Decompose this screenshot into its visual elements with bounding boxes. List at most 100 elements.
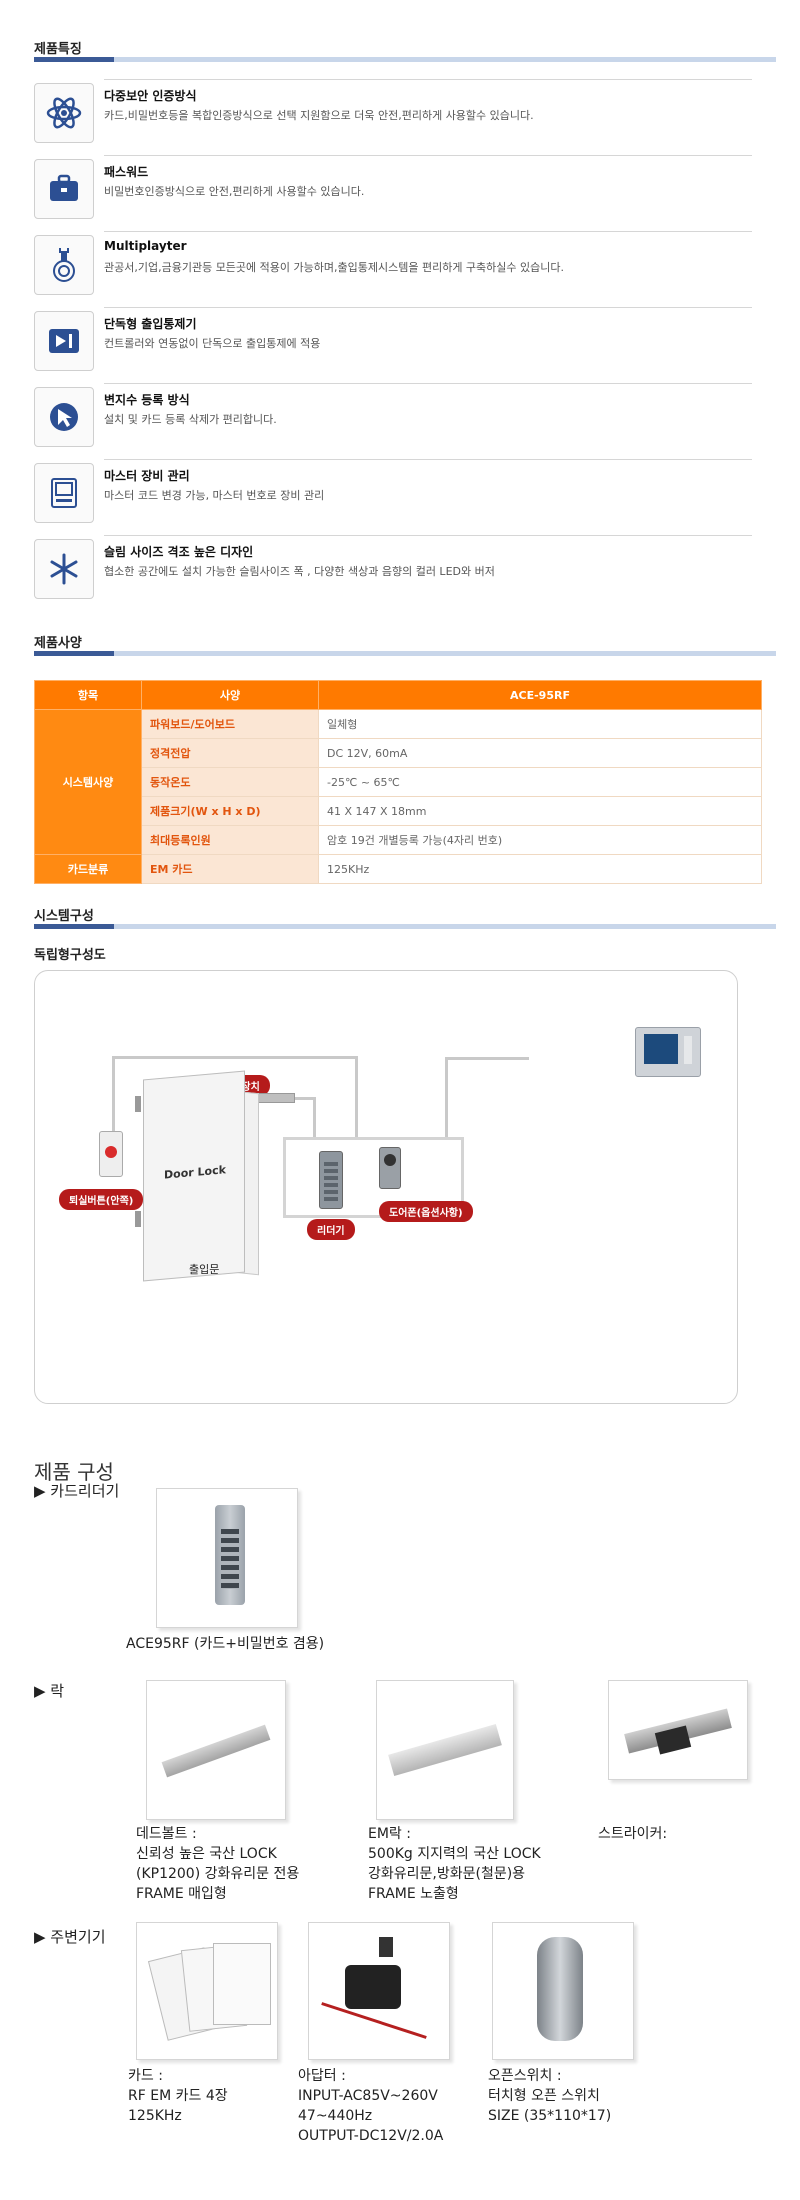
caption-line: 강화유리문,방화문(철문)용 <box>368 1866 526 1882</box>
feature-desc: 관공서,기업,금융기관등 모든곳에 적용이 가능하며,출입통제시스템을 편리하게… <box>104 261 565 274</box>
feature-divider <box>104 79 752 80</box>
briefcase-icon <box>34 159 94 219</box>
spec-label: EM 카드 <box>141 854 319 884</box>
spec-header-spec: 사양 <box>141 680 319 710</box>
spec-group-card: 카드분류 <box>34 854 142 884</box>
feature-divider <box>104 383 752 384</box>
atom-icon <box>34 83 94 143</box>
peripheral-caption: 카드 : RF EM 카드 4장 125KHz <box>128 2066 228 2126</box>
doorphone-device <box>379 1147 401 1189</box>
caption-line: 터치형 오픈 스위치 <box>488 2088 600 2104</box>
reader-tag: 리더기 <box>307 1219 355 1240</box>
spec-heading: 제품사양 <box>34 636 82 651</box>
exit-button-device <box>99 1131 123 1177</box>
reader-subheading: ▶ 카드리더기 <box>34 1482 120 1500</box>
feature-divider <box>104 459 752 460</box>
feature-desc: 설치 및 카드 등록 삭제가 편리합니다. <box>104 413 277 426</box>
lock-caption: EM락 : 500Kg 지지력의 국산 LOCK 강화유리문,방화문(철문)용 FRA… <box>368 1824 541 1904</box>
feature-divider <box>104 307 752 308</box>
system-heading-bar <box>34 924 776 929</box>
reader-caption: ACE95RF (카드+비밀번호 겸용) <box>126 1636 325 1652</box>
feature-divider <box>104 155 752 156</box>
caption-line: FRAME 매입형 <box>136 1886 227 1902</box>
exit-button-tag: 퇴실버튼(안쪽) <box>59 1189 144 1210</box>
feature-desc: 컨트롤러와 연동없이 단독으로 출입통제에 적용 <box>104 337 321 350</box>
spec-label: 최대등록인원 <box>141 825 319 855</box>
spec-value: -25℃ ~ 65℃ <box>318 767 762 797</box>
caption-line: EM락 : <box>368 1826 411 1842</box>
spec-table: 항목 사양 ACE-95RF 시스템사양 파워보드/도어보드 일체형 정격전압 … <box>34 680 762 884</box>
asterisk-icon <box>34 539 94 599</box>
spec-label: 정격전압 <box>141 738 319 768</box>
feature-title: 다중보안 인증방식 <box>104 89 197 103</box>
feature-desc: 비밀번호인증방식으로 안전,편리하게 사용할수 있습니다. <box>104 185 365 198</box>
caption-line: 신뢰성 높은 국산 LOCK <box>136 1846 277 1862</box>
feature-title: 마스터 장비 관리 <box>104 469 190 483</box>
lock-caption: 스트라이커: <box>598 1824 667 1844</box>
monitor-icon <box>34 463 94 523</box>
lock-subheading: ▶ 락 <box>34 1682 65 1700</box>
reader-device <box>319 1151 343 1209</box>
caption-line: (KP1200) 강화유리문 전용 <box>136 1866 300 1882</box>
door-caption: 출입문 <box>189 1263 220 1276</box>
feature-title: 패스워드 <box>104 165 149 179</box>
feature-title: 변지수 등록 방식 <box>104 393 190 407</box>
spec-group-system: 시스템사양 <box>34 709 142 855</box>
components-title: 제품 구성 <box>34 1460 114 1484</box>
entry-arrow-icon <box>34 311 94 371</box>
features-heading: 제품특징 <box>34 42 82 57</box>
reader-photo <box>156 1488 298 1628</box>
feature-desc: 협소한 공간에도 설치 가능한 슬림사이즈 폭 , 다양한 색상과 음향의 컬러… <box>104 565 495 578</box>
wall-monitor <box>635 1027 701 1077</box>
caption-line: 스트라이커: <box>598 1826 668 1842</box>
cursor-arrow-icon <box>34 387 94 447</box>
spec-heading-bar <box>34 651 776 656</box>
lock-caption: 데드볼트 : 신뢰성 높은 국산 LOCK (KP1200) 강화유리문 전용 FRA… <box>136 1824 299 1904</box>
spec-value: 암호 19건 개별등록 가능(4자리 번호) <box>318 825 762 855</box>
open-switch-photo <box>492 1922 634 2060</box>
feature-title: 슬림 사이즈 격조 높은 디자인 <box>104 545 254 559</box>
spec-value: 125KHz <box>318 854 762 884</box>
peripheral-caption: 오픈스위치 : 터치형 오픈 스위치 SIZE (35*110*17) <box>488 2066 611 2126</box>
caption-line: 500Kg 지지력의 국산 LOCK <box>368 1846 541 1862</box>
system-heading: 시스템구성 <box>34 909 94 924</box>
feature-desc: 마스터 코드 변경 가능, 마스터 번호로 장비 관리 <box>104 489 325 502</box>
caption-line: 아답터 : <box>298 2068 346 2084</box>
caption-line: 카드 : <box>128 2068 163 2084</box>
features-heading-bar <box>34 57 776 62</box>
caption-line: 데드볼트 : <box>136 1826 197 1842</box>
adapter-photo <box>308 1922 450 2060</box>
em-lock-photo <box>376 1680 514 1820</box>
card-photo <box>136 1922 278 2060</box>
feature-divider <box>104 535 752 536</box>
spec-value: DC 12V, 60mA <box>318 738 762 768</box>
feature-desc: 카드,비밀번호등을 복합인증방식으로 선택 지원함으로 더욱 안전,편리하게 사… <box>104 109 534 122</box>
spec-header-model: ACE-95RF <box>318 680 762 710</box>
caption-line: 47~440Hz <box>298 2108 373 2124</box>
caption-line: OUTPUT-DC12V/2.0A <box>298 2128 444 2144</box>
caption-line: 오픈스위치 : <box>488 2068 562 2084</box>
caption-line: SIZE (35*110*17) <box>488 2108 612 2124</box>
striker-photo <box>608 1680 748 1780</box>
spec-value: 일체형 <box>318 709 762 739</box>
spec-header-item: 항목 <box>34 680 142 710</box>
system-diagram: 퇴실버튼(안쪽) 잠금장치 Door Lock 출입문 리더기 도어폰(옵션사항… <box>34 970 738 1404</box>
system-subheading: 독립형구성도 <box>34 948 106 963</box>
feature-divider <box>104 231 752 232</box>
caption-line: 125KHz <box>128 2108 182 2124</box>
caption-line: RF EM 카드 4장 <box>128 2088 228 2104</box>
caption-line: FRAME 노출형 <box>368 1886 459 1902</box>
spec-label: 동작온도 <box>141 767 319 797</box>
spec-label: 파워보드/도어보드 <box>141 709 319 739</box>
feature-title: 단독형 출입통제기 <box>104 317 197 331</box>
spec-value: 41 X 147 X 18mm <box>318 796 762 826</box>
spec-label: 제품크기(W x H x D) <box>141 796 319 826</box>
plug-icon <box>34 235 94 295</box>
